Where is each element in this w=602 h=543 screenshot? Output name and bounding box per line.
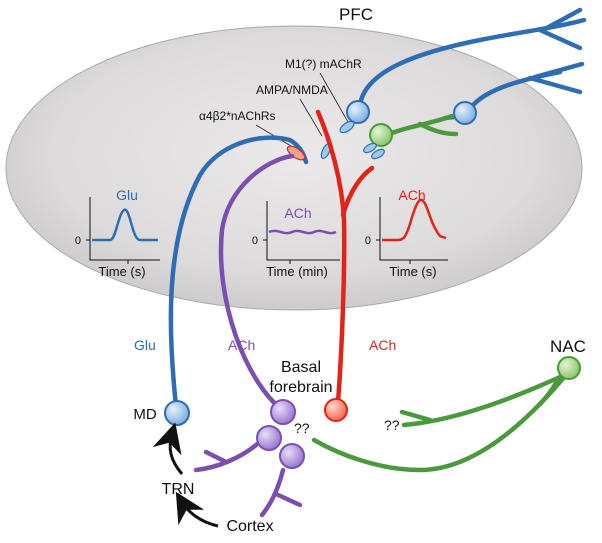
basal-label-line1: Basal xyxy=(281,359,321,376)
ach-red-label: ACh xyxy=(369,337,396,353)
m1-receptor xyxy=(339,120,355,134)
ampa-leader xyxy=(299,98,323,137)
purple-neuron-2 xyxy=(256,425,282,451)
purple-dendrite-1 xyxy=(193,437,265,473)
unknown-label-1: ?? xyxy=(294,420,310,436)
inset-ach-fast-zero: 0 xyxy=(365,235,371,247)
trn-to-md-arrow xyxy=(152,422,184,475)
basal-label-line2: forebrain xyxy=(269,379,332,396)
nachr-label: α4β2*nAChRs xyxy=(199,109,276,123)
inset-glu-axes xyxy=(89,197,160,261)
inset-ach-slow: ACh 0 Time (min) xyxy=(252,201,340,279)
inset-glu-trace xyxy=(92,208,158,242)
inset-glu-xlabel: Time (s) xyxy=(98,264,145,279)
red-neuron xyxy=(324,398,348,422)
ach-red-pathway xyxy=(315,109,375,405)
glu-axon xyxy=(168,135,293,409)
trn-label: TRN xyxy=(162,481,195,498)
receptor-right-2 xyxy=(371,148,385,160)
purple-dendrite-2 xyxy=(259,467,286,518)
red-branch xyxy=(340,165,375,218)
inset-ach-fast-xlabel: Time (s) xyxy=(389,264,436,279)
pfc-label: PFC xyxy=(339,5,373,24)
nac-neuron xyxy=(557,356,581,380)
inset-ach-fast-axes xyxy=(379,197,448,261)
nac-axon xyxy=(311,372,569,473)
ampa-nmda-label: AMPA/NMDA xyxy=(256,83,328,97)
inset-ach-slow-xlabel: Time (min) xyxy=(266,264,328,279)
inset-ach-fast-trace xyxy=(382,198,447,242)
receptor-right-1 xyxy=(363,142,377,154)
ach-purple-label: ACh xyxy=(228,337,255,353)
inset-glu-title: Glu xyxy=(116,187,138,203)
glu-pathway-label: Glu xyxy=(134,337,156,353)
purple-neuron-3 xyxy=(279,443,305,469)
glu-terminal-branch xyxy=(287,137,309,165)
receptors xyxy=(320,120,385,160)
ach-purple-pathway xyxy=(193,153,303,518)
red-axon xyxy=(315,109,347,405)
purple-axon xyxy=(218,153,295,413)
inset-ach-slow-zero: 0 xyxy=(252,235,258,247)
cortex-label: Cortex xyxy=(226,518,273,535)
inset-ach-fast: ACh 0 Time (s) xyxy=(365,187,448,279)
blue-neuron-1 xyxy=(346,100,370,124)
cortex-to-trn-arrow xyxy=(175,491,219,528)
inset-ach-fast-title: ACh xyxy=(398,187,425,203)
nac-label: NAC xyxy=(550,337,586,356)
green-pfc-neuron xyxy=(389,113,459,137)
inset-ach-slow-title: ACh xyxy=(284,205,311,221)
blue-neuron-2 xyxy=(453,101,477,125)
nac-dendrite xyxy=(401,374,563,428)
green-neuron-pfc xyxy=(369,123,393,147)
glu-pathway xyxy=(168,135,309,409)
m1-mAChR-label: M1(?) mAChR xyxy=(285,57,362,71)
inset-ach-slow-trace xyxy=(268,229,337,235)
nac-pathway xyxy=(311,372,569,473)
md-neuron xyxy=(164,400,190,426)
unknown-label-2: ?? xyxy=(384,417,400,433)
inset-glu: Glu 0 Time (s) xyxy=(75,187,160,279)
md-label: MD xyxy=(133,406,156,423)
inset-ach-slow-axes xyxy=(266,201,340,261)
inset-glu-zero: 0 xyxy=(75,235,81,247)
purple-neuron-1 xyxy=(270,399,296,425)
m1-leader xyxy=(319,72,349,123)
